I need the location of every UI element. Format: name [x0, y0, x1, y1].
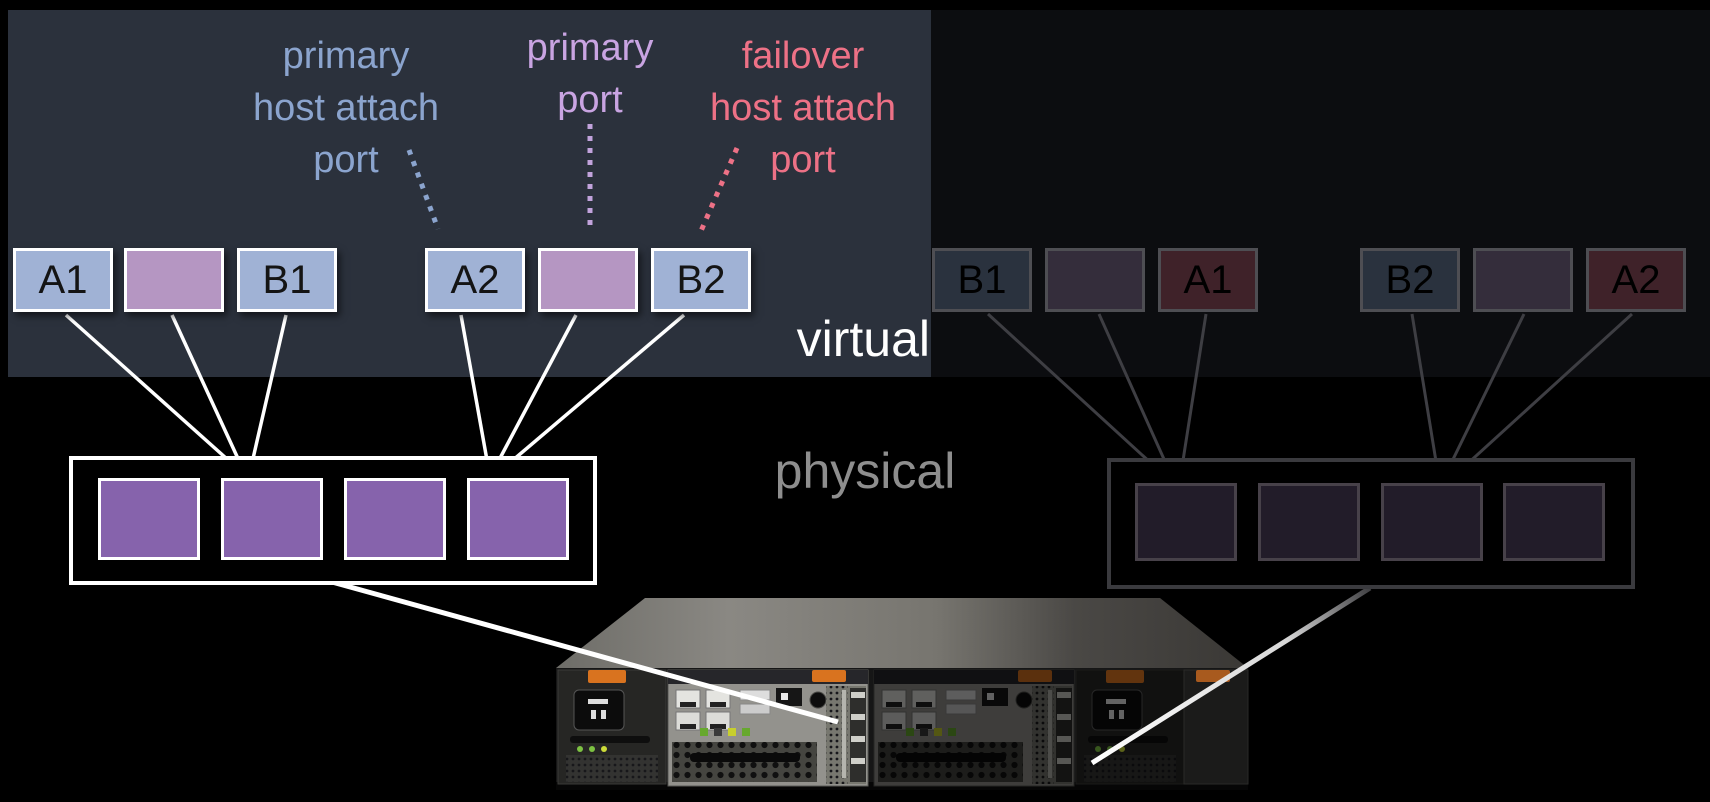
dimmed-physical-port-1 — [1135, 483, 1237, 561]
virtual-port-primary-1 — [124, 248, 224, 312]
usb-ports — [776, 688, 802, 706]
server-psu-right-dimmed — [1075, 669, 1185, 785]
server-front-face — [556, 668, 1248, 788]
label-line: primary — [282, 35, 410, 77]
psu-orange-latch — [588, 670, 626, 683]
virtual-dimmed-panel — [931, 10, 1710, 377]
primary-host-attach-label: primary host attach port — [196, 30, 496, 186]
server-chassis — [556, 598, 1248, 790]
canister-hex-grille — [672, 742, 817, 782]
ethernet-ports — [675, 689, 731, 731]
dimmed-virtual-port-primary-2 — [1473, 248, 1573, 312]
canister-handle — [690, 753, 800, 762]
dimmed-physical-port-4 — [1503, 483, 1605, 561]
server-top-face — [556, 598, 1248, 668]
virtual-port-b1: B1 — [237, 248, 337, 312]
dimmed-physical-port-3 — [1381, 483, 1483, 561]
failover-host-attach-label: failover host attach port — [653, 30, 953, 186]
physical-port-1 — [98, 478, 200, 560]
physical-section-label: physical — [774, 443, 956, 499]
dimmed-virtual-port-b1: B1 — [932, 248, 1032, 312]
physical-port-3 — [344, 478, 446, 560]
server-bottom-edge — [556, 782, 1248, 790]
active-group-to-server-line — [331, 579, 839, 725]
label-line: port — [557, 79, 623, 121]
primary-port-label: primary port — [490, 22, 690, 126]
dimmed-physical-port-2 — [1258, 483, 1360, 561]
virtual-port-b2: B2 — [651, 248, 751, 312]
virtual-port-a2: A2 — [425, 248, 525, 312]
virtual-port-primary-2 — [538, 248, 638, 312]
label-line: primary — [526, 27, 654, 69]
dimmed-virtual-port-primary-1 — [1045, 248, 1145, 312]
virtual-section-label: virtual — [796, 311, 930, 367]
dimmed-group-to-server-line — [1090, 585, 1372, 766]
dimmed-virtual-port-b2: B2 — [1360, 248, 1460, 312]
psu-vent-grille — [566, 755, 658, 782]
label-line: host attach — [710, 87, 896, 129]
label-line: port — [770, 139, 836, 181]
label-line: port — [313, 139, 379, 181]
pcie-slot-area — [826, 686, 866, 784]
canister-knob — [809, 691, 827, 709]
server-right-endcap — [1183, 669, 1249, 785]
virtual-port-a1: A1 — [13, 248, 113, 312]
canister-orange-latch — [812, 670, 846, 682]
label-line: failover — [741, 35, 865, 77]
power-inlet — [573, 689, 625, 731]
physical-port-2 — [221, 478, 323, 560]
server-canister-right-dimmed — [873, 669, 1075, 787]
dimmed-virtual-port-a2: A2 — [1586, 248, 1686, 312]
label-line: host attach — [253, 87, 439, 129]
server-canister-left — [667, 669, 869, 787]
physical-port-4 — [467, 478, 569, 560]
server-psu-left — [557, 669, 667, 785]
dimmed-virtual-port-a1: A1 — [1158, 248, 1258, 312]
endcap-orange-latch — [1196, 670, 1230, 682]
